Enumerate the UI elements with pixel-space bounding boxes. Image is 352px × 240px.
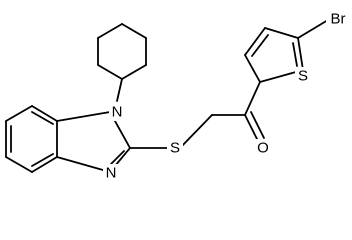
linker-chain: [129, 81, 265, 149]
atom-o-carbonyl-label: O: [257, 140, 269, 157]
thiophene-ring: [244, 19, 329, 83]
molecule-structure: N N S O S Br: [5, 10, 346, 182]
cyclohexyl-ring: [97, 23, 147, 80]
atom-s-thioether-label: S: [170, 140, 180, 157]
atom-n3-label: N: [106, 165, 117, 182]
atom-n1-label: N: [112, 104, 123, 121]
n-cyclohexyl-bond: [116, 78, 123, 102]
atom-s-thiophene-label: S: [298, 68, 308, 85]
atom-br-label: Br: [331, 11, 346, 28]
benzene-ring: [5, 105, 58, 173]
